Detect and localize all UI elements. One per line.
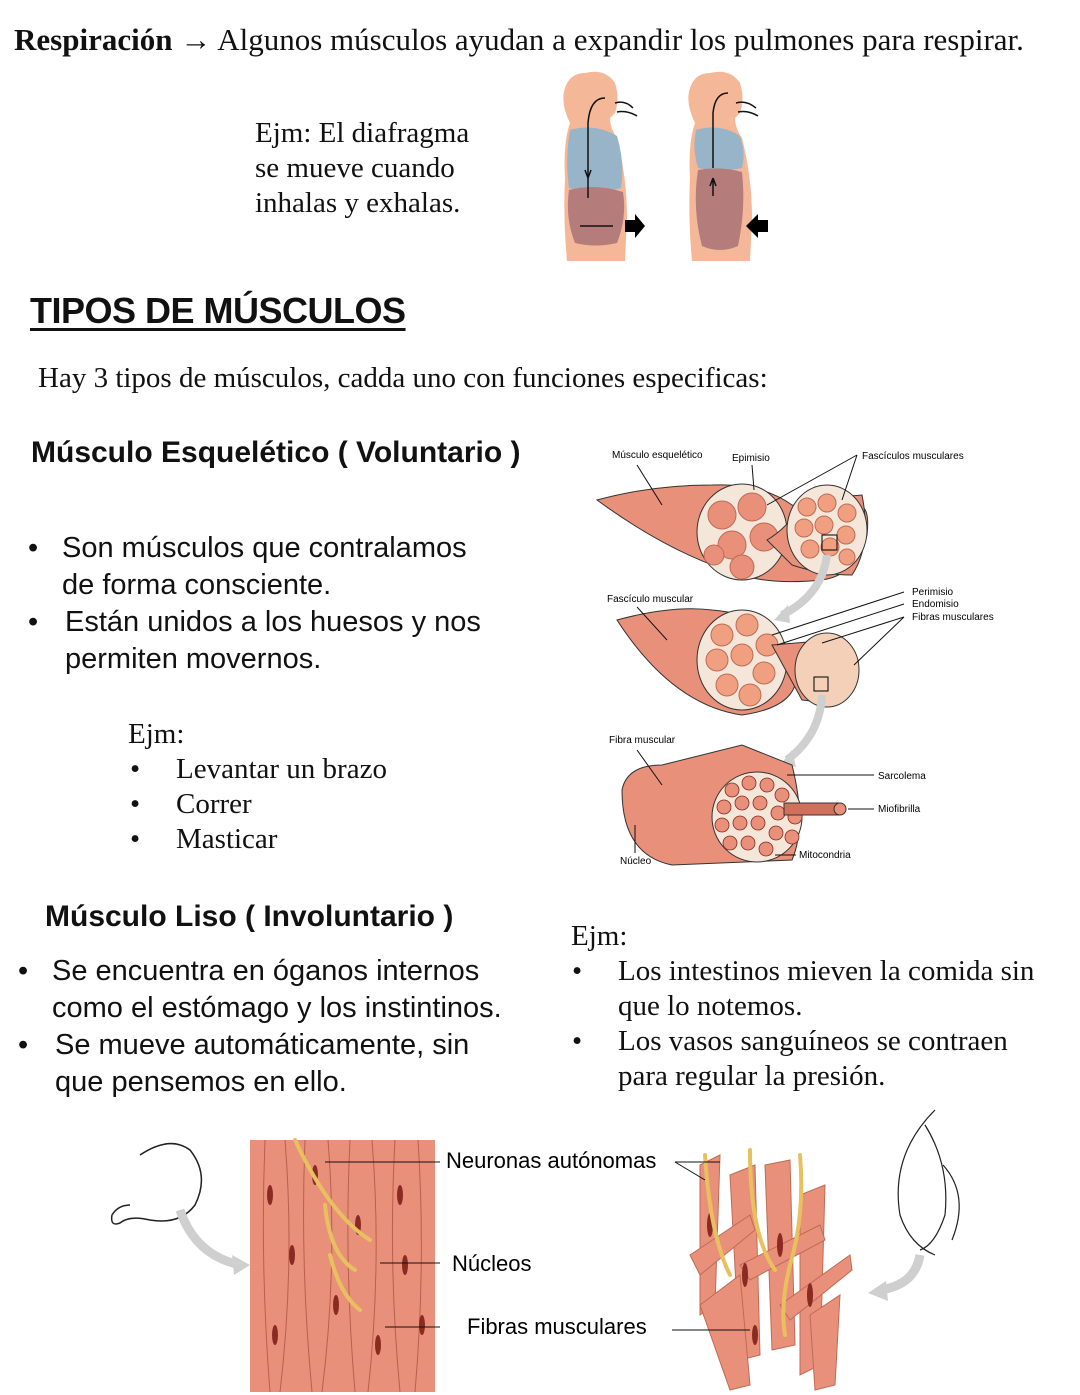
smooth-fibers-right — [689, 1148, 853, 1391]
bullet-text: Se encuentra en óganos internos — [52, 955, 480, 987]
skeletal-example-label: Ejm: — [128, 718, 185, 750]
bullet-item: • Se encuentra en óganos internos como e… — [18, 953, 502, 1027]
example-text: Levantar un brazo — [176, 753, 387, 785]
inhale-figure — [563, 71, 645, 261]
example-text: Los vasos sanguíneos se contraen — [618, 1025, 1008, 1057]
label-fasciculos: Fascículos musculares — [862, 451, 964, 462]
skeletal-bullets: • Son músculos que contralamos de forma … — [28, 530, 481, 678]
skeletal-heading: Músculo Esquelético ( Voluntario ) — [31, 436, 521, 469]
bullet-icon: • — [28, 606, 39, 638]
example-text: Masticar — [176, 823, 278, 855]
arrow-glyph: → — [180, 22, 212, 57]
label-fasciculo: Fascículo muscular — [607, 594, 694, 605]
bullet-icon: • — [130, 823, 141, 855]
example-text: Los intestinos mieven la comida sin — [618, 955, 1035, 987]
respiration-description: Algunos músculos ayudan a expandir los p… — [217, 22, 1024, 57]
bullet-text: permiten movernos. — [65, 643, 322, 675]
respiration-example: Ejm: El diafragma se mueve cuando inhala… — [255, 116, 469, 221]
example-line: se mueve cuando — [255, 152, 455, 184]
bullet-item: • Son músculos que contralamos de forma … — [28, 530, 478, 604]
label-musculo-esqueletico: Músculo esquelético — [612, 450, 703, 461]
example-item: • Masticar — [130, 822, 387, 857]
example-item: • Correr — [130, 787, 387, 822]
bullet-text: que pensemos en ello. — [55, 1066, 347, 1098]
label-mitocondria: Mitocondria — [799, 850, 851, 861]
example-text: Correr — [176, 788, 252, 820]
example-line: inhalas y exhalas. — [255, 187, 461, 219]
smooth-bullets: • Se encuentra en óganos internos como e… — [18, 953, 505, 1101]
bullet-item: • Están unidos a los huesos y nos permit… — [28, 604, 481, 678]
respiration-line: Respiración → Algunos músculos ayudan a … — [14, 22, 1024, 58]
bullet-text: Se mueve automáticamente, sin — [55, 1029, 470, 1061]
label-endomisio: Endomisio — [912, 599, 959, 610]
section-title: TIPOS DE MÚSCULOS — [30, 290, 406, 331]
label-nucleos: Núcleos — [452, 1251, 531, 1276]
smooth-examples: • Los intestinos mieven la comida sin qu… — [572, 954, 1078, 1094]
bullet-icon: • — [28, 532, 39, 564]
bullet-icon: • — [572, 955, 583, 987]
eye-icon — [897, 1109, 960, 1256]
smooth-muscle-diagram: Neuronas autónomas Núcleos Fibras muscul… — [110, 1109, 960, 1393]
breathing-diagram — [563, 71, 768, 261]
exhale-figure — [688, 71, 768, 261]
label-fibras: Fibras musculares — [912, 612, 994, 623]
bullet-icon: • — [130, 788, 141, 820]
example-text: que lo notemos. — [618, 990, 803, 1022]
label-perimisio: Perimisio — [912, 587, 954, 598]
bullet-text: como el estómago y los instintinos. — [52, 992, 502, 1024]
label-fibras-musculares: Fibras musculares — [467, 1314, 647, 1339]
bullet-icon: • — [130, 753, 141, 785]
skeletal-muscle-diagram: Músculo esquelético Epimisio Fascículos … — [595, 450, 994, 867]
bullet-icon: • — [572, 1025, 583, 1057]
example-item: • Los vasos sanguíneos se contraen para … — [572, 1024, 1078, 1094]
bullet-text: de forma consciente. — [62, 569, 332, 601]
label-nucleo: Núcleo — [620, 856, 652, 867]
stomach-icon — [110, 1142, 203, 1225]
label-miofibrilla: Miofibrilla — [878, 804, 921, 815]
example-item: • Levantar un brazo — [130, 752, 387, 787]
label-sarcolema: Sarcolema — [878, 771, 926, 782]
example-text: para regular la presión. — [618, 1060, 886, 1092]
label-epimisio: Epimisio — [732, 453, 770, 464]
smooth-heading: Músculo Liso ( Involuntario ) — [45, 900, 454, 933]
label-neuronas: Neuronas autónomas — [446, 1148, 656, 1173]
smooth-fibers-left — [250, 1138, 435, 1393]
section-intro: Hay 3 tipos de músculos, cadda uno con f… — [38, 362, 768, 394]
label-fibra: Fibra muscular — [609, 735, 676, 746]
bullet-text: Están unidos a los huesos y nos — [65, 606, 481, 638]
bullet-icon: • — [18, 955, 29, 987]
bullet-icon: • — [18, 1029, 29, 1061]
smooth-example-label: Ejm: — [571, 920, 628, 952]
respiration-term: Respiración — [14, 22, 173, 57]
example-line: Ejm: El diafragma — [255, 117, 470, 149]
bullet-item: • Se mueve automáticamente, sin que pens… — [18, 1027, 505, 1101]
bullet-text: Son músculos que contralamos — [62, 532, 467, 564]
skeletal-examples: • Levantar un brazo • Correr • Masticar — [130, 752, 387, 857]
example-item: • Los intestinos mieven la comida sin qu… — [572, 954, 1078, 1024]
